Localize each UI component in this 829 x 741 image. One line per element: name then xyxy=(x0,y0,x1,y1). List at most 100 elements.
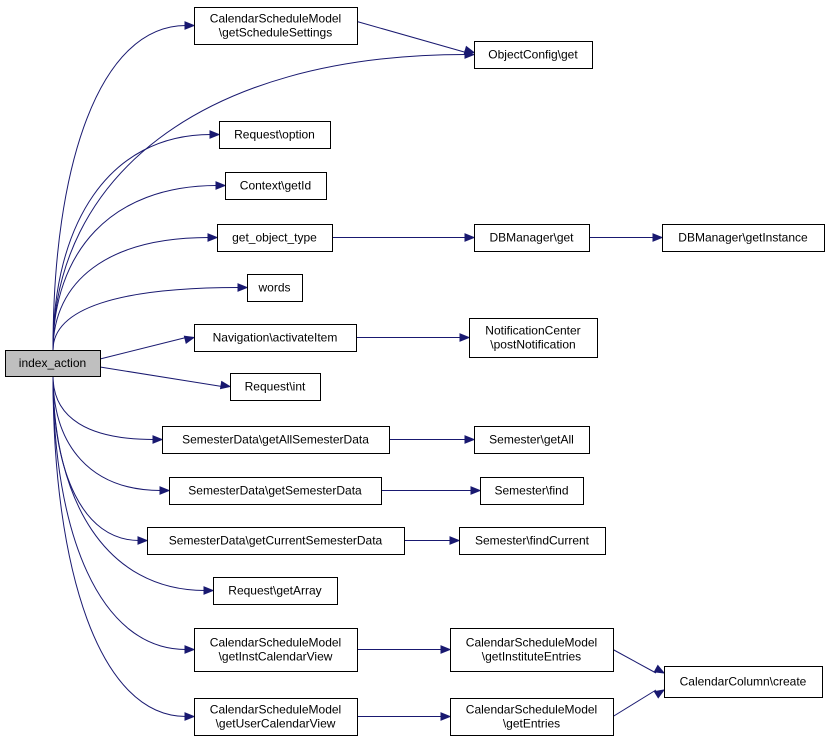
edge-index_action-to-req_option xyxy=(52,130,221,351)
node-notif-post[interactable]: NotificationCenter\postNotification xyxy=(469,318,598,358)
node-sem-findCurrent[interactable]: Semester\findCurrent xyxy=(459,527,606,555)
node-sem-getAll[interactable]: Semester\getAll xyxy=(474,426,590,454)
node-label: ObjectConfig\get xyxy=(488,48,578,62)
edge-index_action-to-cal_getInstCal xyxy=(52,375,196,654)
node-box xyxy=(194,628,358,672)
node-label: Navigation\activateItem xyxy=(213,331,338,345)
node-cal-getInstEntries[interactable]: CalendarScheduleModel\getInstituteEntrie… xyxy=(450,628,614,672)
node-ctx-getId[interactable]: Context\getId xyxy=(225,172,327,200)
node-label: \getEntries xyxy=(503,717,560,731)
node-label: Request\getArray xyxy=(228,584,321,598)
node-sd-getCur[interactable]: SemesterData\getCurrentSemesterData xyxy=(147,527,405,555)
node-box xyxy=(450,628,614,672)
node-label: \postNotification xyxy=(490,338,575,352)
arrowhead xyxy=(152,435,164,444)
edge-index_action-to-req_getArray xyxy=(52,375,215,595)
arrowhead xyxy=(203,586,215,595)
node-label: CalendarScheduleModel xyxy=(210,12,341,26)
arrowhead xyxy=(184,645,196,654)
edge-sd_getCur-to-sem_findCurrent xyxy=(404,536,461,545)
arrowhead xyxy=(440,645,452,654)
node-box xyxy=(247,274,303,302)
edge-line xyxy=(52,237,210,351)
node-label: CalendarScheduleModel xyxy=(210,636,341,650)
edge-index_action-to-objcfg_get xyxy=(52,50,476,351)
edge-cal_getInstEntries-to-calcol_create xyxy=(612,649,666,674)
node-label: Semester\find xyxy=(494,484,568,498)
edge-line xyxy=(356,21,467,53)
node-nav-activateItem[interactable]: Navigation\activateItem xyxy=(194,324,357,352)
node-box xyxy=(474,426,590,454)
node-index-action[interactable]: index_action xyxy=(5,350,101,377)
edge-cal_getInstCal-to-cal_getInstEntries xyxy=(357,645,452,654)
node-dbm-getInstance[interactable]: DBManager\getInstance xyxy=(662,224,825,252)
edge-line xyxy=(52,54,467,351)
node-req-option[interactable]: Request\option xyxy=(219,121,331,149)
arrowhead xyxy=(440,712,452,721)
arrowhead xyxy=(219,380,232,390)
edge-line xyxy=(52,375,206,591)
edge-line xyxy=(52,25,187,351)
edge-line xyxy=(99,366,223,387)
node-label: \getInstituteEntries xyxy=(482,650,581,664)
node-box xyxy=(169,477,382,505)
node-words[interactable]: words xyxy=(247,274,303,302)
arrowhead xyxy=(184,712,196,721)
node-label: SemesterData\getCurrentSemesterData xyxy=(169,534,383,548)
node-calcol-create[interactable]: CalendarColumn\create xyxy=(664,666,823,698)
node-cal-getScheduleSettings[interactable]: CalendarScheduleModel\getScheduleSetting… xyxy=(194,7,358,45)
arrowhead xyxy=(652,233,664,242)
node-req-getArray[interactable]: Request\getArray xyxy=(213,577,338,605)
node-box xyxy=(162,426,390,454)
edge-sd_getSem-to-sem_find xyxy=(381,486,482,495)
node-label: index_action xyxy=(19,356,86,370)
arrowhead xyxy=(237,283,249,292)
node-box xyxy=(217,224,333,252)
node-sem-find[interactable]: Semester\find xyxy=(480,477,584,505)
node-cal-getInstCal[interactable]: CalendarScheduleModel\getInstCalendarVie… xyxy=(194,628,358,672)
node-objcfg-get[interactable]: ObjectConfig\get xyxy=(474,41,593,69)
edge-index_action-to-sd_getSem xyxy=(52,375,171,495)
arrowhead xyxy=(449,536,461,545)
node-layer: index_action CalendarScheduleModel\getSch… xyxy=(5,7,825,736)
arrowhead xyxy=(137,536,149,545)
node-cal-getUserCal[interactable]: CalendarScheduleModel\getUserCalendarVie… xyxy=(194,698,358,736)
edge-index_action-to-nav_activateItem xyxy=(99,335,196,360)
node-box xyxy=(664,666,823,698)
arrowhead xyxy=(470,486,482,495)
edge-line xyxy=(52,134,212,351)
node-label: \getInstCalendarView xyxy=(219,650,333,664)
node-label: DBManager\get xyxy=(489,231,574,245)
node-cal-getEntries[interactable]: CalendarScheduleModel\getEntries xyxy=(450,698,614,736)
node-label: Semester\findCurrent xyxy=(475,534,590,548)
edge-index_action-to-get_object_type xyxy=(52,233,219,351)
edge-cal_getScheduleSettings-to-objcfg_get xyxy=(356,21,476,55)
node-dbm-get[interactable]: DBManager\get xyxy=(474,224,590,252)
edge-layer xyxy=(52,21,666,721)
arrowhead xyxy=(207,233,219,242)
node-label: SemesterData\getAllSemesterData xyxy=(182,433,369,447)
edge-line xyxy=(52,287,240,351)
node-get-object-type[interactable]: get_object_type xyxy=(217,224,333,252)
node-req-int[interactable]: Request\int xyxy=(230,373,321,401)
arrowhead xyxy=(159,486,171,495)
edge-index_action-to-words xyxy=(52,283,249,351)
edge-line xyxy=(52,375,140,541)
node-sd-getAll[interactable]: SemesterData\getAllSemesterData xyxy=(162,426,390,454)
node-label: Request\option xyxy=(234,128,315,142)
node-label: get_object_type xyxy=(232,231,317,245)
arrowhead xyxy=(459,333,471,342)
node-box xyxy=(225,172,327,200)
arrowhead xyxy=(183,335,196,345)
node-label: DBManager\getInstance xyxy=(678,231,808,245)
node-box xyxy=(662,224,825,252)
arrowhead xyxy=(464,435,476,444)
node-label: \getUserCalendarView xyxy=(216,717,336,731)
node-sd-getSem[interactable]: SemesterData\getSemesterData xyxy=(169,477,382,505)
node-box xyxy=(230,373,321,401)
edge-dbm_get-to-dbm_getInstance xyxy=(589,233,664,242)
edge-line xyxy=(612,649,657,674)
edge-line xyxy=(612,689,657,717)
edge-cal_getUserCal-to-cal_getEntries xyxy=(357,712,452,721)
